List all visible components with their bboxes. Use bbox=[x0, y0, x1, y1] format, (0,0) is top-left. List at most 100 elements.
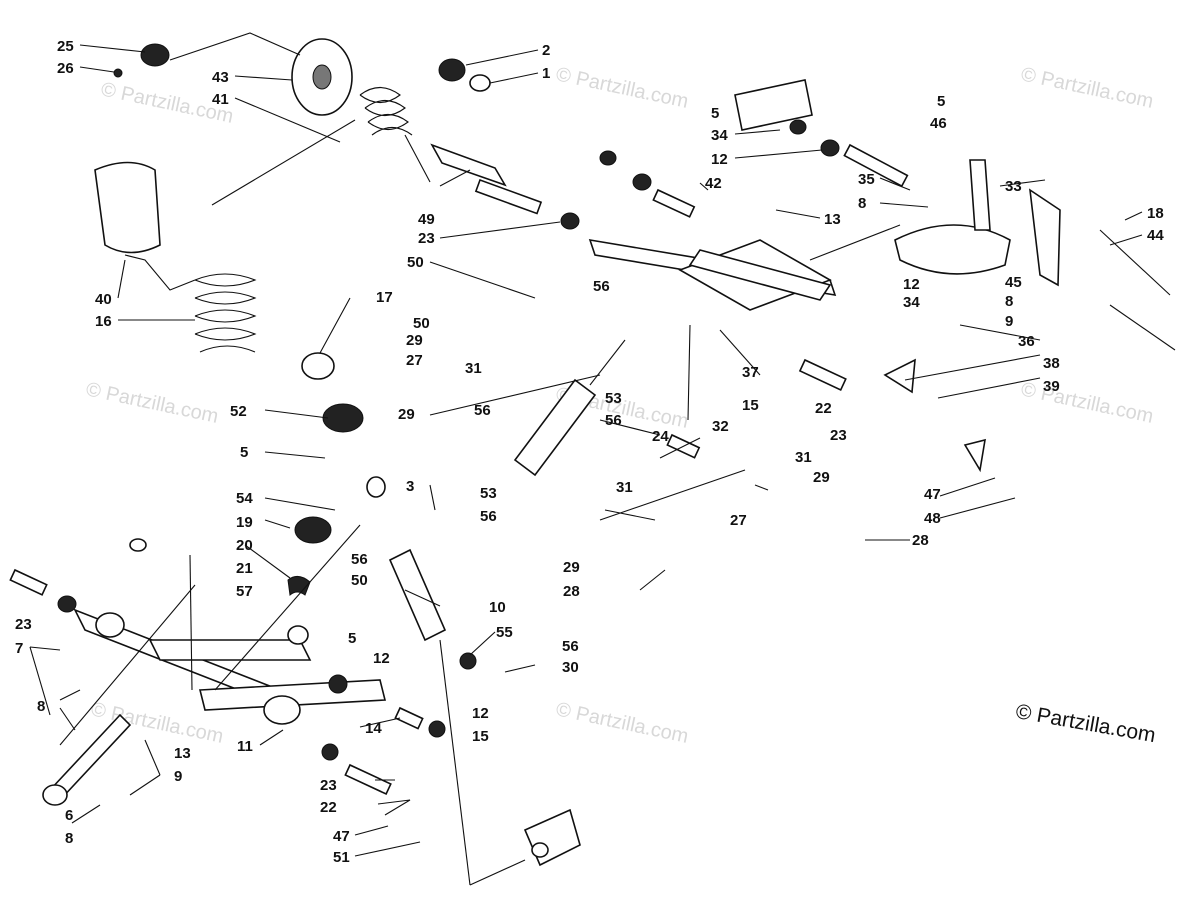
callout: 20 bbox=[236, 537, 253, 554]
callout: 29 bbox=[813, 469, 830, 486]
clamp-57 bbox=[287, 625, 309, 645]
pin-22-lower bbox=[344, 763, 392, 796]
callout: 23 bbox=[418, 230, 435, 247]
callout: 5 bbox=[711, 105, 719, 122]
callout: 47 bbox=[333, 828, 350, 845]
callout: 53 bbox=[605, 390, 622, 407]
callout: 39 bbox=[1043, 378, 1060, 395]
spring-arm-2 bbox=[404, 134, 431, 183]
callout: 31 bbox=[795, 449, 812, 466]
watermark: © Partzilla.com bbox=[84, 378, 220, 428]
bracket-33 bbox=[1029, 188, 1061, 287]
callout: 36 bbox=[1018, 333, 1035, 350]
cup-52 bbox=[322, 403, 364, 433]
callout: 12 bbox=[472, 705, 489, 722]
callout: 13 bbox=[824, 211, 841, 228]
callout: 8 bbox=[37, 698, 45, 715]
callout: 45 bbox=[1005, 274, 1022, 291]
link-6-eye bbox=[42, 784, 68, 806]
callout: 55 bbox=[496, 624, 513, 641]
pin bbox=[474, 178, 543, 215]
pin-35 bbox=[843, 143, 909, 188]
bushing-55 bbox=[459, 652, 477, 670]
callout: 32 bbox=[712, 418, 729, 435]
callout: 34 bbox=[711, 127, 728, 144]
arrow-line bbox=[469, 859, 526, 886]
callout: 47 bbox=[924, 486, 941, 503]
ring-1 bbox=[469, 74, 491, 92]
callout: 17 bbox=[376, 289, 393, 306]
callout: 56 bbox=[351, 551, 368, 568]
upper-shaft bbox=[688, 249, 832, 301]
callout: 54 bbox=[236, 490, 253, 507]
idler-wheel-hub bbox=[312, 64, 332, 90]
callout: 28 bbox=[912, 532, 929, 549]
callout: 5 bbox=[937, 93, 945, 110]
arrow-line bbox=[59, 584, 196, 746]
bushing-23-bottom bbox=[321, 743, 339, 761]
callout: 23 bbox=[15, 616, 32, 633]
bushing-34-b bbox=[820, 139, 840, 157]
bushing-10-top bbox=[366, 476, 386, 498]
callout: 50 bbox=[351, 572, 368, 589]
callout: 46 bbox=[930, 115, 947, 132]
callout: 30 bbox=[562, 659, 579, 676]
callout: 9 bbox=[174, 768, 182, 785]
callout: 23 bbox=[830, 427, 847, 444]
watermark: © Partzilla.com bbox=[1019, 63, 1155, 113]
callout: 16 bbox=[95, 313, 112, 330]
callout: 15 bbox=[472, 728, 489, 745]
shock-absorber-10 bbox=[388, 548, 447, 642]
plate-5 bbox=[734, 79, 813, 131]
callout: 8 bbox=[858, 195, 866, 212]
callout: 56 bbox=[605, 412, 622, 429]
callout: 19 bbox=[236, 514, 253, 531]
bracket-47 bbox=[963, 438, 986, 473]
bushing-12-lower-b bbox=[428, 720, 446, 738]
slide-45 bbox=[894, 224, 1011, 275]
callout: 53 bbox=[480, 485, 497, 502]
pin-14 bbox=[394, 706, 424, 730]
callout: 15 bbox=[742, 397, 759, 414]
callout-labels: 25 26 43 41 2 1 5 34 12 42 5 46 35 8 33 … bbox=[15, 38, 1164, 866]
callout: 18 bbox=[1147, 205, 1164, 222]
callout: 44 bbox=[1147, 227, 1164, 244]
callout: 31 bbox=[465, 360, 482, 377]
nut-26 bbox=[113, 68, 123, 78]
leader-lines bbox=[29, 32, 1143, 886]
bracket-hub-2 bbox=[95, 612, 125, 638]
callout: 1 bbox=[542, 65, 550, 82]
callout: 31 bbox=[616, 479, 633, 496]
callout: 40 bbox=[95, 291, 112, 308]
bolt-36 bbox=[1109, 304, 1176, 351]
callout: 7 bbox=[15, 640, 23, 657]
callout: 12 bbox=[903, 276, 920, 293]
callout: 56 bbox=[562, 638, 579, 655]
callout: 50 bbox=[413, 315, 430, 332]
spacer-49 bbox=[430, 143, 507, 187]
bracket-top bbox=[969, 159, 991, 231]
callout: 29 bbox=[563, 559, 580, 576]
callout: 29 bbox=[406, 332, 423, 349]
callout: 6 bbox=[65, 807, 73, 824]
callout: 37 bbox=[742, 364, 759, 381]
callout: 35 bbox=[858, 171, 875, 188]
callout: 48 bbox=[924, 510, 941, 527]
callout: 56 bbox=[480, 508, 497, 525]
callout: 28 bbox=[563, 583, 580, 600]
pin-22 bbox=[798, 358, 847, 391]
part-shapes bbox=[9, 38, 1176, 867]
link-arm-27-top bbox=[429, 374, 601, 416]
coil-spring-16 bbox=[194, 273, 257, 353]
shock-absorber-40 bbox=[94, 161, 161, 254]
spring-arm bbox=[211, 119, 356, 206]
arrow-line bbox=[687, 324, 691, 421]
callout: 42 bbox=[705, 175, 722, 192]
hook-54 bbox=[129, 538, 147, 552]
callout: 22 bbox=[320, 799, 337, 816]
pin-42 bbox=[652, 188, 696, 218]
bushing-34-a bbox=[789, 119, 807, 135]
callout: 52 bbox=[230, 403, 247, 420]
bolt-44 bbox=[1099, 229, 1171, 296]
callout: 24 bbox=[652, 428, 669, 445]
